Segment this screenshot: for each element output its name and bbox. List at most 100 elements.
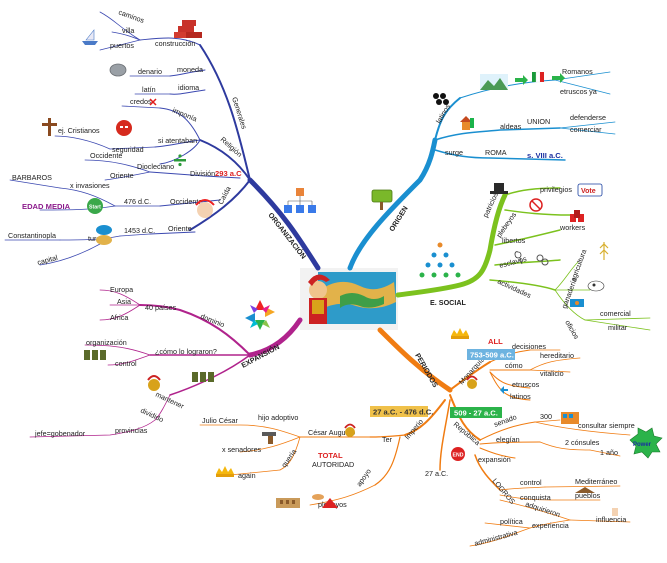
soldiers-icon-2 — [192, 372, 214, 382]
italy-flag-icon — [532, 71, 544, 83]
label-provincias: provincias — [115, 426, 148, 435]
label-edad-media: EDAD MEDIA — [22, 202, 71, 211]
label-monarquia-date: 753-509 a.C. — [470, 351, 514, 360]
crown-icon — [451, 328, 469, 339]
label-militar: militar — [608, 323, 628, 332]
link-europa — [99, 289, 141, 306]
label-como: cómo — [505, 361, 523, 370]
label-experiencia: experiencia — [532, 521, 569, 530]
label-influencia: influencia — [596, 515, 626, 524]
label-africa: Africa — [110, 313, 128, 322]
label-1453: 1453 d.C. — [124, 226, 155, 235]
link-moneda — [169, 69, 206, 77]
label-diocleciano: Diocleciano — [137, 162, 174, 171]
no-sign-icon — [529, 198, 543, 212]
link-control — [107, 354, 151, 366]
label-romanos: Romanos — [562, 67, 593, 76]
link-oriente-2 — [149, 231, 196, 235]
landscape-icon — [480, 74, 508, 90]
link-caminos — [99, 11, 141, 41]
link-provincias — [29, 419, 156, 438]
label-surge: surge — [445, 148, 463, 157]
link-x-senadores — [239, 436, 301, 453]
label-administrativa: administrativa — [473, 528, 518, 548]
label-conquista: conquista — [520, 493, 551, 502]
label-organizacion: organización — [86, 338, 127, 347]
labels-organizacion: ORGANIZACIÓN Generales Religión Caída ca… — [8, 7, 308, 267]
ship-icon — [575, 487, 595, 493]
label-esclavos: esclavos — [498, 254, 528, 270]
link-conquista — [499, 494, 551, 501]
colosseum-icon — [276, 498, 300, 508]
label-comercial: comercial — [600, 309, 631, 318]
roman-helmet-icon-2 — [466, 375, 478, 389]
senate-icon — [561, 412, 579, 424]
link-credos — [121, 105, 161, 109]
link-capital — [39, 243, 101, 266]
division-sign-icon — [174, 154, 186, 167]
branch-caida — [189, 179, 251, 231]
label-comerciar: comerciar — [570, 125, 602, 134]
link-libertos — [494, 229, 561, 246]
link-etruscos-ya — [554, 79, 611, 95]
sub-caida: Caída — [216, 185, 233, 206]
label-puertos: puertos — [110, 41, 134, 50]
label-total: TOTAL — [318, 451, 343, 460]
branch-title-expansion: EXPANSIÓN — [240, 342, 281, 370]
link-influencia — [569, 519, 631, 523]
link-1453 — [119, 233, 151, 237]
label-hereditario: hereditario — [540, 351, 574, 360]
crown-icon-2 — [216, 466, 234, 477]
link-27 — [439, 399, 451, 471]
bread-icon — [312, 494, 324, 500]
branch-organizacion — [4, 11, 321, 271]
branch-social — [395, 187, 651, 331]
label-privilegios: privilegios — [540, 185, 572, 194]
people-group-icon — [433, 93, 449, 105]
label-aldeas: aldeas — [500, 122, 522, 131]
label-idioma: idioma — [178, 83, 199, 92]
link-consultar — [534, 421, 631, 436]
link-oficios — [554, 289, 586, 321]
link-apoyo — [374, 436, 401, 486]
label-republica: República — [452, 420, 482, 447]
labels-expansion: EXPANSIÓN Europa Asia Africa 40 países d… — [34, 285, 281, 438]
branch-organizacion-trunk — [247, 177, 321, 271]
link-division — [159, 139, 201, 165]
label-roma: ROMA — [485, 148, 507, 157]
branch-generales — [199, 44, 251, 181]
label-villa: villa — [122, 26, 134, 35]
no-x-icon — [149, 98, 157, 106]
link-oriente-1 — [104, 171, 151, 181]
branch-social-trunk — [395, 192, 508, 298]
link-plebeyos — [309, 484, 376, 506]
link-surge — [434, 149, 566, 161]
link-control — [499, 486, 546, 491]
link-dominio — [139, 304, 251, 356]
link-administrativa — [469, 527, 531, 547]
labels-origen: ORIGEN latinos Romanos etruscos ya aldea… — [387, 67, 606, 233]
label-pueblos: pueblos — [575, 491, 601, 500]
vote-badge-icon: Vote — [577, 183, 603, 197]
link-militar — [584, 319, 651, 331]
village-icon — [460, 116, 474, 130]
skull-face-icon — [116, 120, 132, 136]
link-experiencia — [529, 519, 571, 529]
branch-religion — [199, 139, 251, 181]
republica-date-box — [450, 407, 502, 418]
roman-helmet-icon-3 — [344, 423, 356, 437]
link-diocleciano — [149, 171, 241, 179]
label-defenderse: defenderse — [570, 113, 606, 122]
link-defenderse — [559, 121, 616, 129]
label-barbaros: BARBAROS — [12, 173, 52, 182]
link-republica — [449, 394, 481, 441]
link-hereditario — [529, 357, 581, 371]
link-expansion — [479, 447, 516, 459]
link-construccion — [139, 37, 201, 46]
people-pyramid-icon — [419, 242, 461, 278]
link-senado — [479, 421, 536, 441]
label-elegian: elegían — [496, 435, 520, 444]
label-apoyo: apoyo — [354, 467, 373, 488]
imperio-date-box — [370, 406, 428, 417]
link-turcos — [59, 235, 121, 241]
